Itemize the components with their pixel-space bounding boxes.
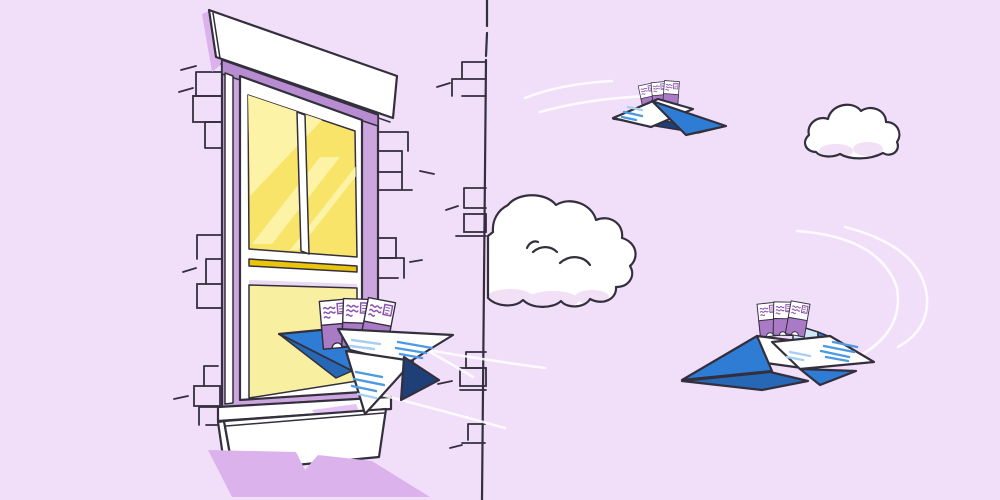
edge-bricks-top bbox=[436, 61, 487, 97]
edge-bricks-upper-mid bbox=[445, 187, 487, 237]
trail-turn-outer bbox=[795, 229, 900, 357]
lavender-rail-strip bbox=[249, 280, 357, 288]
planter-ground-shadow bbox=[208, 450, 430, 497]
plane-navy-fold bbox=[399, 355, 441, 402]
plane-blue-wing bbox=[650, 99, 728, 137]
trail-window-short bbox=[428, 350, 475, 379]
building-edge-line bbox=[480, 0, 489, 500]
trail-window-lower bbox=[368, 390, 507, 430]
building-edge bbox=[436, 0, 489, 500]
glass-highlight bbox=[252, 157, 340, 244]
paper-plane-bottom bbox=[680, 299, 876, 392]
cloud-small bbox=[803, 103, 901, 160]
plane-keel bbox=[344, 349, 415, 416]
trail-top-outer bbox=[523, 79, 614, 100]
brick-cluster-bottom-left bbox=[173, 365, 221, 426]
brick-filled bbox=[193, 385, 221, 407]
trail-turn-inner bbox=[843, 225, 929, 349]
plane-blue-wing bbox=[680, 334, 774, 382]
brick-filled bbox=[463, 213, 487, 233]
plane-tail-fold bbox=[798, 367, 858, 387]
cloud-small-tint bbox=[819, 142, 883, 158]
plane-wing-fold bbox=[278, 333, 353, 379]
window-frame-head-band bbox=[221, 59, 379, 127]
edge-bricks-bottom bbox=[449, 423, 486, 449]
gold-rail-strip bbox=[248, 258, 358, 273]
frame-left-trim bbox=[224, 72, 234, 405]
window-mullion bbox=[296, 111, 310, 255]
window-sill bbox=[216, 395, 393, 423]
brick-filled bbox=[459, 367, 487, 387]
trail-top-inner bbox=[538, 94, 652, 114]
paper-plane-window bbox=[277, 294, 455, 416]
edge-bricks-lower-mid bbox=[437, 351, 487, 391]
cloud-inner-curves bbox=[525, 240, 592, 267]
paper-plane-top bbox=[611, 80, 728, 137]
planter-detail-line bbox=[225, 412, 385, 427]
cornice bbox=[207, 8, 399, 120]
mail-bundle bbox=[755, 299, 810, 340]
cloud-large bbox=[486, 194, 637, 308]
